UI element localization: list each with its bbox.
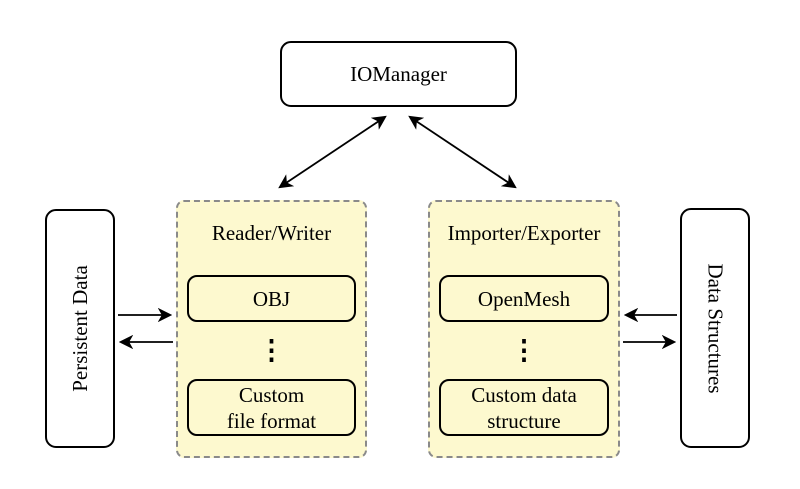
persistent-data-node: Persistent Data [45,209,115,448]
custom-data-structure-line2: structure [487,408,561,433]
obj-box: OBJ [187,275,356,322]
custom-file-format-box: Custom file format [187,379,356,436]
custom-data-structure-box: Custom data structure [439,379,609,436]
data-structures-node: Data Structures [680,208,750,448]
importer-exporter-title: Importer/Exporter [447,221,601,245]
importer-exporter-ellipsis-icon: ⋮ [510,334,538,365]
iomanager-label: IOManager [350,61,447,86]
arrow-iomanager-reader-writer [278,115,387,189]
reader-writer-panel: Reader/Writer OBJ ⋮ Custom file format [176,200,367,458]
persistent-data-label: Persistent Data [67,265,92,392]
openmesh-label: OpenMesh [477,286,571,311]
reader-writer-ellipsis-icon: ⋮ [258,334,285,365]
arrow-iomanager-importer-exporter [408,115,517,189]
iomanager-node: IOManager [280,41,517,107]
custom-data-structure-line1: Custom data [471,382,577,407]
importer-exporter-panel: Importer/Exporter OpenMesh ⋮ Custom data… [428,200,620,458]
custom-file-format-line1: Custom [238,382,305,407]
openmesh-box: OpenMesh [439,275,609,322]
obj-label: OBJ [252,286,291,311]
data-structures-label: Data Structures [703,262,728,394]
reader-writer-title: Reader/Writer [211,221,332,245]
custom-file-format-line2: file format [226,408,317,433]
